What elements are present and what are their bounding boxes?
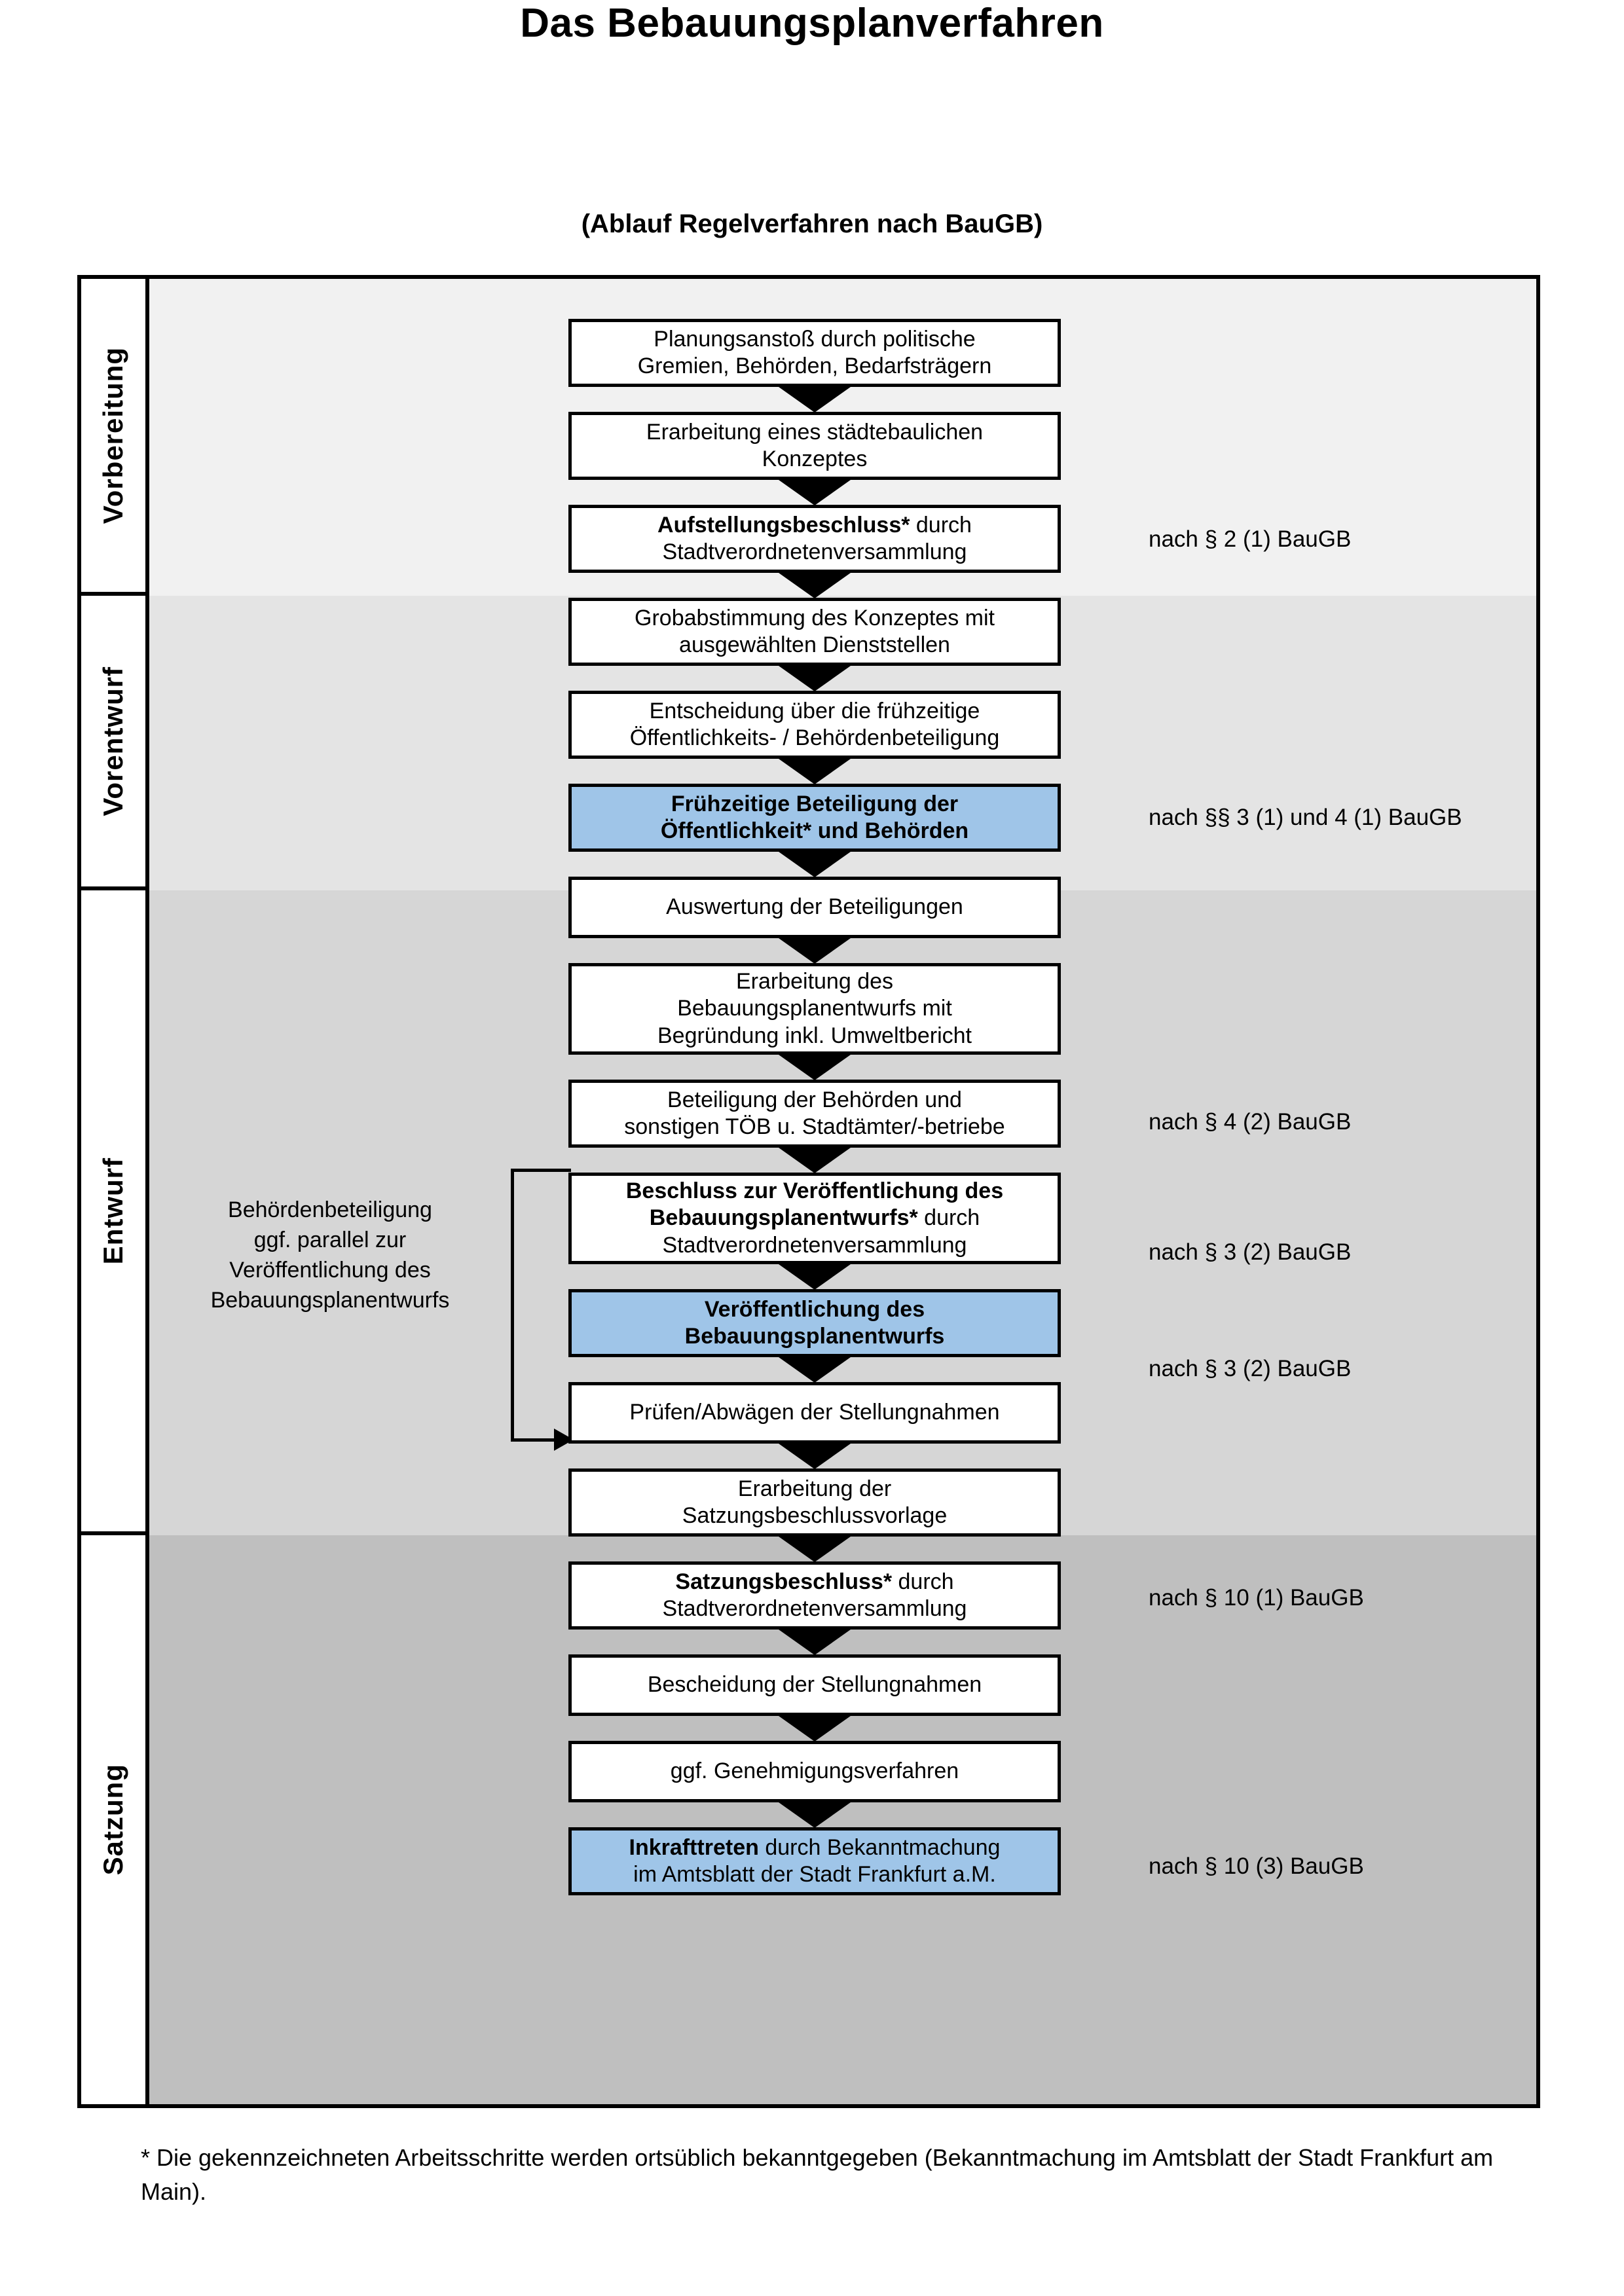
step-line: durch	[917, 1205, 980, 1231]
step-line-bold: Beschluss zur Veröffentlichung des	[625, 1178, 1004, 1203]
sidenote-line: Bebauungsplanentwurfs	[210, 1287, 450, 1313]
flow-arrow	[774, 1533, 855, 1562]
step-line: Bebauungsplanentwurfs	[684, 1324, 945, 1349]
flow-arrow	[774, 1440, 855, 1469]
flow-arrow	[774, 1354, 855, 1383]
flow-arrow	[774, 848, 855, 877]
step-box-konzept[interactable]: Erarbeitung eines städtebaulichen Konzep…	[568, 412, 1061, 480]
step-box-entscheidung-fruehzeitig[interactable]: Entscheidung über die frühzeitige Öffent…	[568, 691, 1061, 759]
legal-ref-par3-1-4-1: nach §§ 3 (1) und 4 (1) BauGB	[1149, 805, 1462, 830]
phase-label-text: Vorbereitung	[98, 346, 128, 524]
step-box-fruehzeitige-beteiligung[interactable]: Frühzeitige Beteiligung der Öffentlichke…	[568, 784, 1061, 852]
phase-label-text: Satzung	[98, 1764, 128, 1876]
step-line-bold: Inkrafttreten	[629, 1834, 759, 1860]
step-box-planungsanstoss[interactable]: Planungsanstoß durch politische Gremien,…	[568, 319, 1061, 387]
step-line: ausgewählten Dienststellen	[679, 632, 950, 657]
step-box-pruefen-abwaegen[interactable]: Prüfen/Abwägen der Stellungnahmen	[568, 1382, 1061, 1444]
step-box-auswertung[interactable]: Auswertung der Beteiligungen	[568, 877, 1061, 938]
step-line: durch Bekanntmachung	[758, 1834, 1001, 1860]
step-box-inkrafttreten[interactable]: Inkrafttreten durch Bekanntmachung im Am…	[568, 1827, 1061, 1895]
phase-label-vorbereitung: Vorbereitung	[81, 279, 149, 596]
step-line-bold: Aufstellungsbeschluss*	[657, 512, 910, 538]
flow-arrow	[774, 1626, 855, 1655]
step-box-beteiligung-behoerden[interactable]: Beteiligung der Behörden und sonstigen T…	[568, 1080, 1061, 1148]
bypass-connector-bottom	[511, 1438, 557, 1442]
flow-arrow	[774, 1051, 855, 1080]
legal-ref-par4-2: nach § 4 (2) BauGB	[1149, 1109, 1352, 1135]
sidenote-line: Behördenbeteiligung	[228, 1197, 432, 1222]
step-box-aufstellungsbeschluss[interactable]: Aufstellungsbeschluss* durch Stadtverord…	[568, 505, 1061, 573]
step-line: ggf. Genehmigungsverfahren	[670, 1758, 959, 1784]
step-line-bold: Bebauungsplanentwurfs*	[649, 1205, 918, 1231]
step-line: Stadtverordnetenversammlung	[662, 1596, 967, 1621]
step-line: Begründung inkl. Umweltbericht	[657, 1023, 972, 1048]
bypass-connector-top	[511, 1169, 571, 1172]
step-line: Beteiligung der Behörden und	[667, 1087, 962, 1112]
flowchart-frame: Vorbereitung Vorentwurf Entwurf Satzung …	[77, 275, 1540, 2108]
step-line-bold: Satzungsbeschluss*	[675, 1569, 893, 1594]
bypass-connector-vertical	[511, 1169, 514, 1442]
step-line: Öffentlichkeits- / Behördenbeteiligung	[629, 725, 1000, 750]
footnote: * Die gekennzeichneten Arbeitsschritte w…	[141, 2144, 1494, 2206]
step-box-veroeffentlichung[interactable]: Veröffentlichung des Bebauungsplanentwur…	[568, 1289, 1061, 1357]
step-line: durch	[910, 512, 972, 538]
step-box-erarbeitung-entwurf[interactable]: Erarbeitung des Bebauungsplanentwurfs mi…	[568, 963, 1061, 1055]
phase-label-text: Vorentwurf	[98, 666, 128, 816]
step-box-satzungsbeschluss[interactable]: Satzungsbeschluss* durch Stadtverordnete…	[568, 1561, 1061, 1630]
flow-arrow	[774, 1261, 855, 1290]
step-line: sonstigen TÖB u. Stadtämter/-betriebe	[624, 1114, 1005, 1139]
flow-arrow	[774, 384, 855, 412]
flow-arrow	[774, 1799, 855, 1828]
step-line: Stadtverordnetenversammlung	[662, 539, 967, 564]
legal-ref-par2-1: nach § 2 (1) BauGB	[1149, 526, 1352, 552]
phase-label-entwurf: Entwurf	[81, 890, 149, 1535]
step-line: Auswertung der Beteiligungen	[666, 894, 963, 920]
step-line: Veröffentlichung des	[704, 1296, 925, 1322]
step-line: Erarbeitung des	[735, 968, 894, 994]
step-line: im Amtsblatt der Stadt Frankfurt a.M.	[633, 1862, 996, 1887]
page-subtitle: (Ablauf Regelverfahren nach BauGB)	[581, 210, 1043, 238]
step-line: Frühzeitige Beteiligung der	[671, 791, 959, 816]
step-line: Bebauungsplanentwurfs mit	[677, 996, 952, 1021]
legal-ref-par10-3: nach § 10 (3) BauGB	[1149, 1853, 1364, 1879]
step-line: Konzeptes	[762, 446, 868, 471]
step-line: Prüfen/Abwägen der Stellungnahmen	[629, 1400, 1000, 1425]
step-line: Erarbeitung eines städtebaulichen	[646, 419, 984, 445]
step-box-genehmigungsverfahren[interactable]: ggf. Genehmigungsverfahren	[568, 1741, 1061, 1802]
phase-label-vorentwurf: Vorentwurf	[81, 596, 149, 890]
flow-arrow	[774, 477, 855, 505]
flow-arrow	[774, 935, 855, 964]
flow-arrow	[774, 663, 855, 691]
phase-label-satzung: Satzung	[81, 1535, 149, 2104]
step-line: Bescheidung der Stellungnahmen	[647, 1672, 982, 1698]
step-box-satzungsbeschlussvorlage[interactable]: Erarbeitung der Satzungsbeschlussvorlage	[568, 1468, 1061, 1537]
page-title: Das Bebauungsplanverfahren	[520, 1, 1104, 46]
flow-arrow	[774, 1144, 855, 1173]
step-line: Öffentlichkeit* und Behörden	[660, 818, 969, 843]
sidenote-behoerdenbeteiligung: Behördenbeteiligung ggf. parallel zur Ve…	[173, 1195, 487, 1316]
step-line: Stadtverordnetenversammlung	[662, 1232, 967, 1258]
sidenote-line: ggf. parallel zur	[253, 1227, 407, 1252]
step-line: Planungsanstoß durch politische	[654, 326, 976, 352]
legal-ref-par3-2a: nach § 3 (2) BauGB	[1149, 1239, 1352, 1265]
step-line: Erarbeitung der	[737, 1476, 892, 1501]
step-box-beschluss-veroeffentlichung[interactable]: Beschluss zur Veröffentlichung des Bebau…	[568, 1173, 1061, 1264]
step-line: Entscheidung über die frühzeitige	[649, 698, 980, 723]
step-line: Grobabstimmung des Konzeptes mit	[635, 605, 995, 630]
legal-ref-par3-2b: nach § 3 (2) BauGB	[1149, 1356, 1352, 1381]
phase-label-text: Entwurf	[98, 1157, 128, 1265]
step-line: Gremien, Behörden, Bedarfsträgern	[637, 354, 992, 378]
step-line: durch	[892, 1569, 954, 1594]
sidenote-line: Veröffentlichung des	[229, 1257, 431, 1283]
flow-arrow	[774, 1713, 855, 1741]
step-box-bescheidung[interactable]: Bescheidung der Stellungnahmen	[568, 1654, 1061, 1716]
flow-arrow	[774, 570, 855, 598]
legal-ref-par10-1: nach § 10 (1) BauGB	[1149, 1585, 1364, 1611]
step-box-grobabstimmung[interactable]: Grobabstimmung des Konzeptes mit ausgewä…	[568, 598, 1061, 666]
flow-arrow	[774, 756, 855, 784]
step-line: Satzungsbeschlussvorlage	[682, 1503, 948, 1528]
